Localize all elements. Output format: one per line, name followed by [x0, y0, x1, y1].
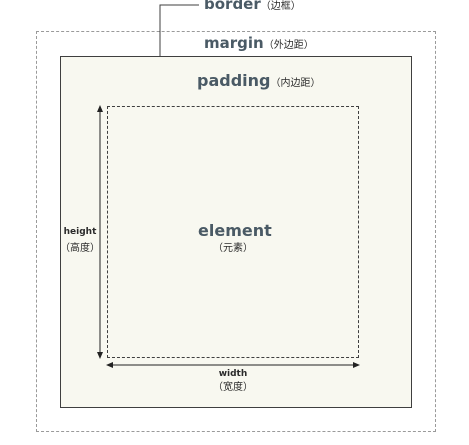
border-label-name: border	[204, 0, 261, 13]
height-arrow-bottom	[97, 352, 103, 359]
margin-area	[36, 31, 436, 432]
padding-label-sub: （内边距）	[270, 78, 321, 89]
padding-label-name: padding	[197, 71, 271, 90]
border-area	[60, 56, 412, 408]
width-arrow-right	[353, 362, 360, 368]
height-arrow-top	[97, 105, 103, 112]
padding-label: padding（内边距）	[197, 73, 320, 89]
border-label-sub: （边框）	[260, 1, 301, 12]
content-area	[107, 106, 359, 358]
width-label: width	[218, 369, 248, 379]
border-leader-line	[159, 4, 199, 56]
element-label: element	[198, 221, 272, 240]
height-label: height	[63, 227, 97, 237]
width-arrow-left	[106, 362, 113, 368]
margin-label-sub: （外边距）	[263, 40, 314, 51]
margin-label-name: margin	[204, 34, 264, 52]
margin-label: margin（外边距）	[204, 36, 314, 51]
height-sublabel: （高度）	[60, 243, 100, 254]
border-label: border（边框）	[204, 0, 301, 12]
width-sublabel: （宽度）	[213, 382, 253, 393]
element-sublabel: （元素）	[213, 243, 253, 254]
